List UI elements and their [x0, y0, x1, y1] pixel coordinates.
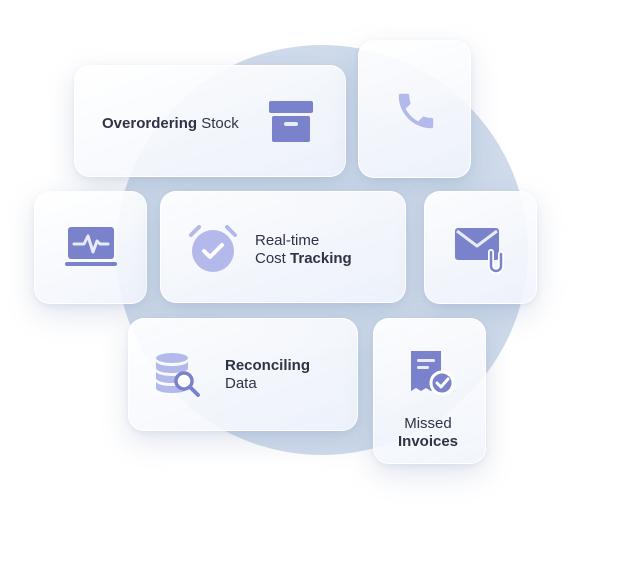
reconciling-data-label: Reconciling Data [225, 357, 311, 392]
archive-box-icon [269, 101, 313, 142]
card-overordering-stock: Overordering Stock [74, 65, 346, 177]
realtime-cost-tracking-label: Real-time Cost Tracking [255, 232, 352, 267]
mail-attachment-icon [455, 228, 504, 274]
phone-icon [398, 93, 434, 129]
database-search-icon [156, 353, 200, 397]
activity-monitor-icon [65, 227, 117, 266]
card-missed-invoices: Missed Invoices [373, 318, 486, 464]
overordering-stock-label: Overordering Stock [102, 115, 239, 132]
missed-invoices-label: Missed Invoices [397, 415, 459, 450]
receipt-check-icon [411, 351, 455, 396]
card-mail-attachment [424, 191, 537, 304]
card-activity-monitor [34, 191, 147, 304]
card-reconciling-data: Reconciling Data [128, 318, 358, 431]
card-phone [358, 40, 471, 178]
alarm-clock-check-icon [189, 225, 237, 272]
card-realtime-cost-tracking: Real-time Cost Tracking [160, 191, 406, 303]
